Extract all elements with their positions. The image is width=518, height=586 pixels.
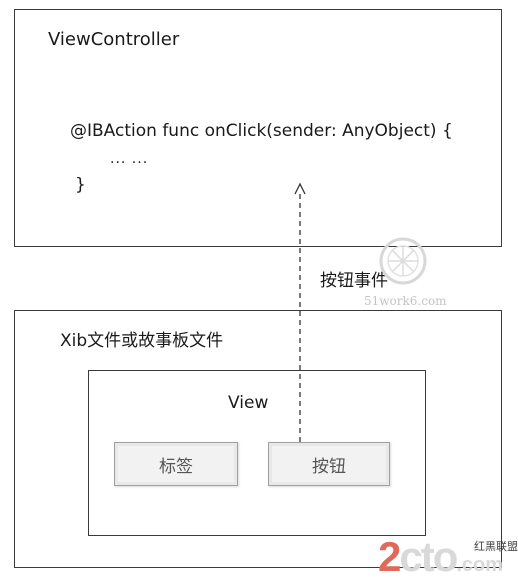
logo-digit: 2	[378, 533, 401, 580]
logo-letters: cto	[399, 533, 458, 580]
button-event-label: 按钮事件	[320, 271, 388, 291]
watermark-logo: 2cto.com 红黑联盟	[378, 533, 518, 586]
watermark-site-text: 51work6.com	[364, 294, 447, 308]
button-widget[interactable]: 按钮	[268, 442, 390, 486]
logo-suffix: .com	[456, 554, 504, 576]
view-title: View	[228, 393, 269, 413]
watermark-orange-icon	[379, 237, 427, 285]
action-body-ellipsis: ... ...	[110, 151, 149, 167]
view-controller-box	[14, 9, 502, 247]
view-controller-title: ViewController	[48, 29, 180, 50]
action-code-line: @IBAction func onClick(sender: AnyObject…	[70, 121, 453, 141]
action-closing-brace: }	[75, 175, 86, 195]
event-arrow	[294, 182, 306, 442]
xib-storyboard-title: Xib文件或故事板文件	[60, 331, 224, 351]
logo-chinese-text: 红黑联盟	[474, 540, 518, 553]
label-widget: 标签	[114, 442, 238, 486]
